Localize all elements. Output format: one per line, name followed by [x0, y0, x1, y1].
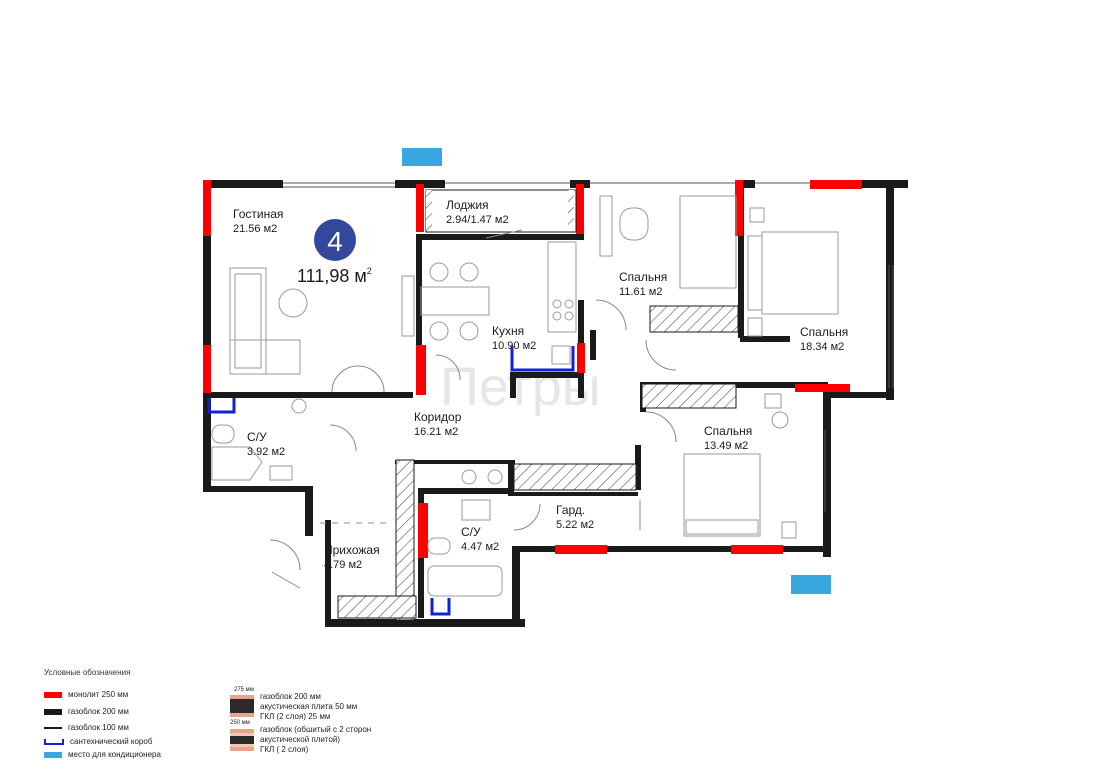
wall250-description: газоблок (обшитый с 2 сторон акустическо…	[260, 725, 371, 755]
loggia-hatch-left	[426, 190, 432, 230]
room-name-loggia: Лоджия	[446, 198, 489, 212]
wall275-description: газоблок 200 мм акустическая плита 50 мм…	[260, 692, 357, 722]
gasblock200-swatch	[44, 708, 62, 715]
legend-label-plumbing: сантехнический короб	[70, 737, 153, 746]
furniture	[211, 195, 839, 597]
wall250-line2: акустической плитой)	[260, 735, 341, 744]
room-area-kitchen: 10.90 м2	[492, 340, 536, 352]
plumbing-box-swatch	[44, 738, 64, 745]
room-name-bedroom1: Спальня	[619, 270, 667, 284]
legend-item-plumbing: сантехнический короб	[44, 737, 152, 746]
legend-label-gasblock100: газоблок 100 мм	[68, 723, 129, 732]
total-area: 111,98 м2	[297, 266, 372, 286]
legend: Условные обозначения монолит 250 мм газо…	[44, 668, 464, 772]
room-name-bedroom2: Спальня	[800, 325, 848, 339]
legend-item-monolith: монолит 250 мм	[44, 690, 128, 699]
room-name-bedroom3: Спальня	[704, 424, 752, 438]
room-area-bedroom3: 13.49 м2	[704, 440, 748, 452]
watermark: Петры	[440, 357, 601, 417]
room-name-kitchen: Кухня	[492, 324, 524, 338]
rooms-count: 4	[327, 226, 343, 257]
wall275-line2: акустическая плита 50 мм	[260, 702, 358, 711]
ac-unit-bottom	[791, 575, 831, 594]
wall250-line1: газоблок (обшитый с 2 сторон	[260, 725, 372, 734]
room-name-wardrobe: Гард.	[556, 503, 585, 517]
room-name-corridor: Коридор	[414, 410, 462, 424]
wall275-line1: газоблок 200 мм	[260, 692, 321, 701]
room-area-living: 21.56 м2	[233, 223, 277, 235]
room-name-bath1: С/У	[247, 430, 267, 444]
room-area-bedroom2: 18.34 м2	[800, 341, 844, 353]
legend-label-monolith: монолит 250 мм	[68, 690, 129, 699]
room-area-wardrobe: 5.22 м2	[556, 519, 594, 531]
room-area-corridor: 16.21 м2	[414, 426, 458, 438]
room-labels: Гостиная 21.56 м2 Лоджия 2.94/1.47 м2 Ку…	[233, 198, 848, 571]
outer-walls	[203, 180, 908, 627]
ac-unit-top	[402, 148, 442, 166]
wall275-size: 275 мм	[234, 687, 254, 693]
legend-label-ac: место для кондиционера	[68, 750, 161, 759]
wall275-line3: ГКЛ (2 слоя) 25 мм	[260, 712, 331, 721]
room-area-bath1: 3.92 м2	[247, 446, 285, 458]
gasblock100-swatch	[44, 726, 62, 729]
room-area-loggia: 2.94/1.47 м2	[446, 214, 509, 226]
legend-item-gasblock100: газоблок 100 мм	[44, 723, 129, 732]
room-area-bedroom1: 11.61 м2	[619, 286, 662, 298]
room-area-hallway: 4.79 м2	[324, 559, 362, 571]
legend-item-gasblock200: газоблок 200 мм	[44, 707, 129, 716]
wall250-swatch	[230, 729, 254, 751]
wall250-line3: ГКЛ ( 2 слоя)	[260, 745, 309, 754]
legend-item-ac: место для кондиционера	[44, 750, 161, 759]
rooms-count-badge	[314, 219, 356, 261]
monolith-walls	[203, 180, 862, 558]
windows	[283, 182, 894, 512]
ac-swatch	[44, 751, 62, 758]
legend-label-gasblock200: газоблок 200 мм	[68, 707, 129, 716]
plumbing-boxes	[207, 346, 575, 616]
doors	[269, 229, 677, 589]
room-area-bath2: 4.47 м2	[461, 541, 499, 553]
monolith-swatch	[44, 691, 62, 698]
loggia-hatch-right	[568, 190, 574, 230]
wall275-swatch	[230, 695, 254, 717]
room-name-hallway: Прихожая	[324, 543, 380, 557]
wardrobes	[337, 305, 739, 621]
room-name-living: Гостиная	[233, 207, 283, 221]
wall250-size: 250 мм	[230, 720, 250, 726]
room-name-bath2: С/У	[461, 525, 481, 539]
legend-title: Условные обозначения	[44, 668, 131, 677]
